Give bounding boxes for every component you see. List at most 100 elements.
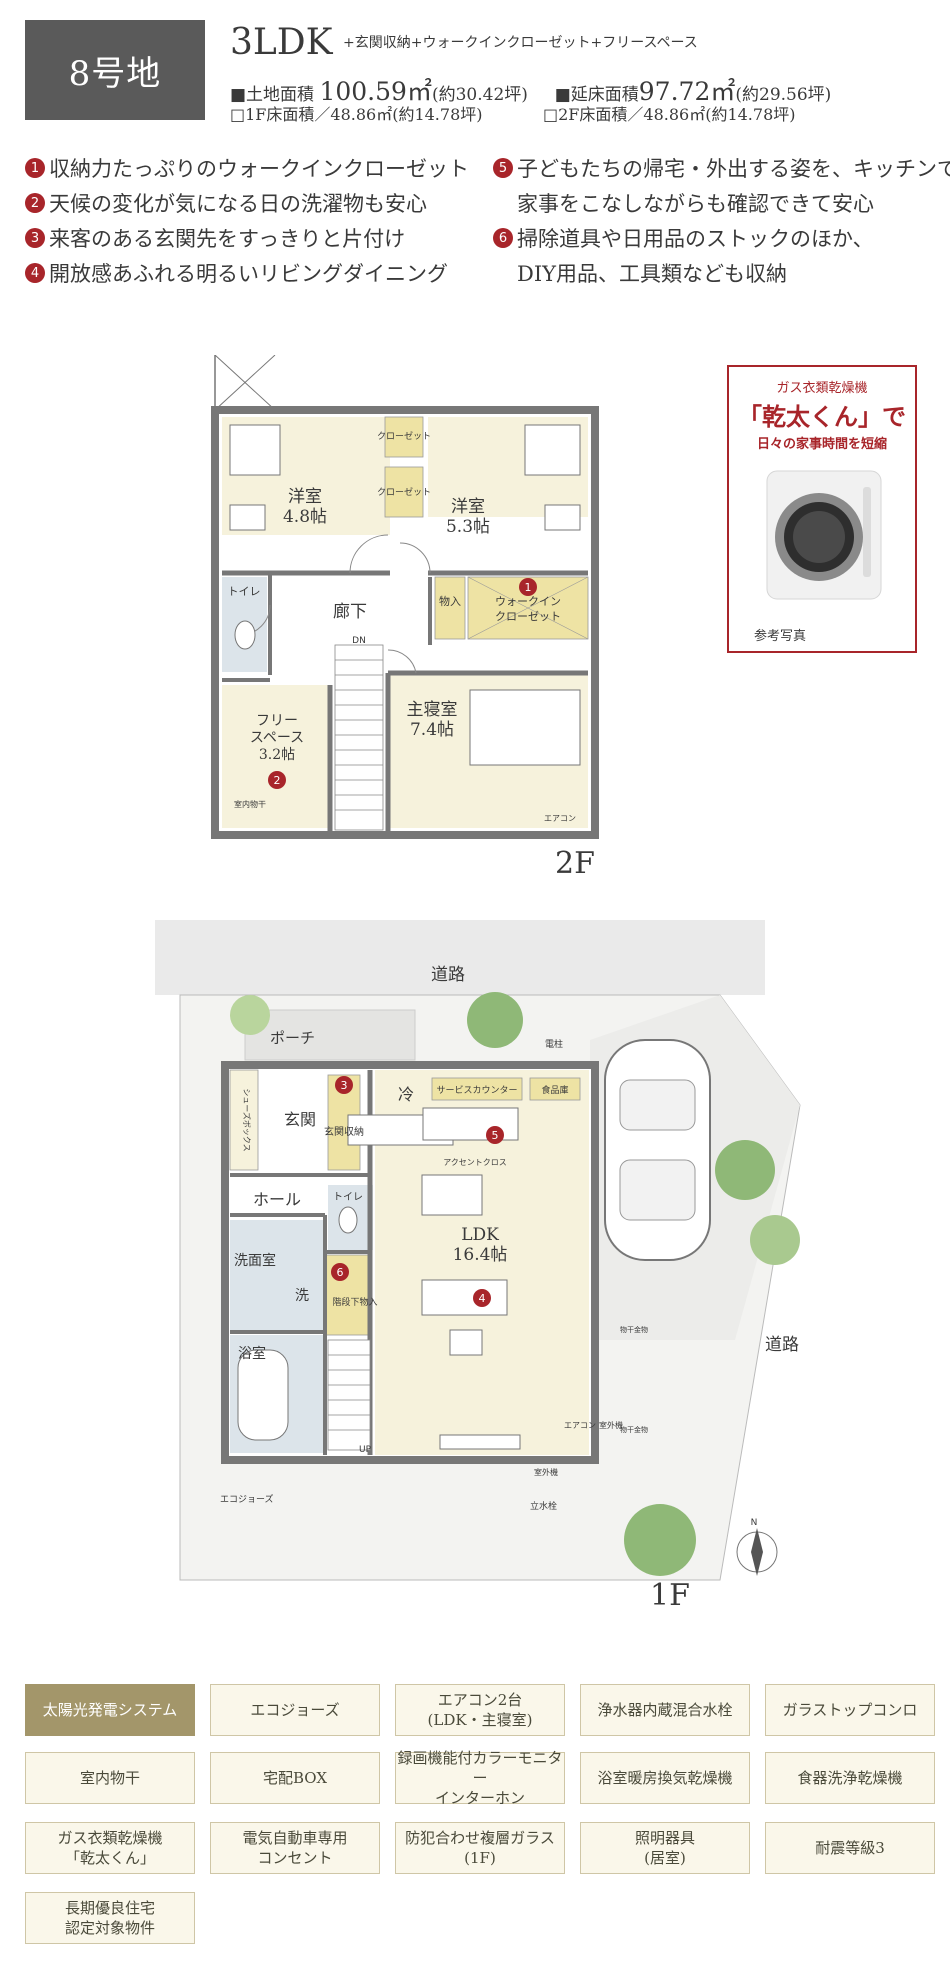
svg-text:4: 4 (479, 1292, 486, 1305)
dryer-promo-box: ガス衣類乾燥機 「乾太くん」で 日々の家事時間を短縮 参考写真 (727, 365, 917, 653)
svg-text:2: 2 (274, 774, 281, 787)
feature-text: 子どもたちの帰宅・外出する姿を、キッチンで (517, 157, 950, 181)
utility-pole: 電柱 (545, 1038, 563, 1050)
equipment-item: 太陽光発電システム (25, 1684, 195, 1736)
svg-text:6: 6 (337, 1266, 344, 1279)
equipment-item: 長期優良住宅 認定対象物件 (25, 1892, 195, 1944)
equipment-item: エコジョーズ (210, 1684, 380, 1736)
master-bedroom-size: 7.4帖 (410, 720, 454, 740)
floor-plan-2f: 洋室 4.8帖 洋室 5.3帖 クローゼット クローゼット トイレ 廊下 物入 … (211, 355, 599, 875)
dryer-caption: 参考写真 (754, 629, 807, 644)
floor-area-tsubo: (約29.56坪) (735, 85, 832, 105)
feature-5-cont: 家事をこなしながらも確認できて安心 (517, 192, 874, 216)
fridge: 冷 (398, 1085, 414, 1104)
equipment-item: エアコン2台 (LDK・主寝室) (395, 1684, 565, 1736)
floor-area-label: ■延床面積 (554, 85, 639, 105)
feature-number: 3 (25, 228, 45, 248)
washer: 洗 (295, 1288, 309, 1304)
equipment-item: 浄水器内蔵混合水栓 (580, 1684, 750, 1736)
equipment-item: 電気自動車専用 コンセント (210, 1822, 380, 1874)
washroom: 洗面室 (234, 1252, 276, 1269)
equipment-item: 防犯合わせ複層ガラス (1F) (395, 1822, 565, 1874)
equipment-item: 食器洗浄乾燥機 (765, 1752, 935, 1804)
walk-in-closet: ウォークイン (495, 595, 561, 608)
laundry-hanger-1: 物干金物 (620, 1325, 648, 1334)
svg-text:3: 3 (341, 1079, 348, 1092)
floor-area-2f: □2F床面積／48.86㎡(約14.78坪) (543, 105, 796, 124)
feature-text: 開放感あふれる明るいリビングダイニング (49, 262, 448, 286)
feature-6-cont: DIY用品、工具類なども収納 (517, 262, 787, 286)
road-top (155, 920, 765, 995)
floor-area-value: 97.72 (638, 77, 711, 106)
ldk-size: 16.4帖 (453, 1245, 508, 1265)
ldk: LDK (461, 1225, 499, 1245)
shoe-box: シューズボックス (242, 1088, 252, 1151)
equipment-item: ガラストップコンロ (765, 1684, 935, 1736)
road-label-side: 道路 (765, 1335, 799, 1355)
outdoor-unit: 室外機 (599, 1420, 623, 1430)
equipment-item: ガス衣類乾燥機 「乾太くん」 (25, 1822, 195, 1874)
dryer-title: ガス衣類乾燥機 (776, 381, 868, 396)
equipment-item: 照明器具 (居室) (580, 1822, 750, 1874)
land-area-label: ■土地面積 (230, 85, 315, 105)
aircon-1f: エアコン (564, 1421, 596, 1430)
hall-1f: ホール (253, 1190, 301, 1209)
room-western-2: 洋室 (451, 497, 485, 517)
floor-area-unit: ㎡ (710, 77, 736, 106)
free-space-size: 3.2帖 (259, 747, 295, 763)
lot-number-badge: 8号地 (25, 20, 205, 120)
dryer-tagline: 日々の家事時間を短縮 (756, 437, 887, 452)
dryer-photo (766, 470, 882, 600)
plan-type: 3LDK (230, 22, 333, 63)
closet-label: クローゼット (377, 430, 431, 442)
room-western-2-size: 5.3帖 (446, 517, 490, 537)
dryer-product-name: 「乾太くん」で (738, 402, 906, 431)
feature-number: 6 (493, 228, 513, 248)
free-space: フリー (256, 713, 298, 729)
equipment-item: 室内物干 (25, 1752, 195, 1804)
equipment-item: 浴室暖房換気乾燥機 (580, 1752, 750, 1804)
land-area-tsubo: (約30.42坪) (431, 85, 528, 105)
north-label: N (751, 1518, 758, 1528)
feature-text: 天候の変化が気になる日の洗濯物も安心 (49, 192, 427, 216)
floor-plan-1f: 道路 道路 ポーチ 電柱 シューズボックス 玄関 3 玄関収納 冷 サービスカウ… (155, 920, 801, 1613)
land-area-value: 100.59 (319, 77, 407, 106)
pantry: 食品庫 (541, 1084, 568, 1096)
svg-text:1: 1 (525, 581, 532, 594)
feature-number: 5 (493, 158, 513, 178)
service-counter: サービスカウンター (436, 1085, 517, 1096)
floor-label-2f: 2F (555, 846, 595, 875)
entrance: 玄関 (284, 1110, 316, 1129)
feature-text: 来客のある玄関先をすっきりと片付け (49, 227, 406, 251)
north-arrow (736, 1528, 778, 1576)
bathroom: 浴室 (238, 1345, 266, 1362)
aircon-2f: エアコン (544, 814, 576, 823)
laundry-hanger-2: 物干金物 (620, 1425, 648, 1434)
floor-label-1f: 1F (650, 1578, 690, 1613)
stair-down-label: DN (352, 636, 366, 646)
area-line-1: ■土地面積 100.59㎡(約30.42坪) ■延床面積97.72㎡(約29.5… (230, 72, 831, 108)
svg-text:5: 5 (492, 1129, 499, 1142)
garden-faucet: 立水栓 (530, 1500, 557, 1512)
floor-area-1f: □1F床面積／48.86㎡(約14.78坪) (230, 105, 483, 124)
toilet-2f: トイレ (228, 585, 261, 598)
free-space-2: スペース (250, 730, 304, 746)
room-western-1: 洋室 (288, 487, 322, 507)
feature-text: 掃除道具や日用品のストックのほか、 (517, 227, 874, 251)
car-illustration (604, 1039, 711, 1261)
walk-in-closet-2: クローゼット (495, 610, 561, 623)
equipment-item: 宅配BOX (210, 1752, 380, 1804)
road-label-top: 道路 (431, 965, 465, 985)
outdoor-unit-2: 室外機 (534, 1467, 558, 1477)
feature-number: 1 (25, 158, 45, 178)
indoor-dryer-label: 室内物干 (234, 799, 266, 809)
storage-2f: 物入 (439, 594, 461, 608)
hallway-2f: 廊下 (333, 602, 367, 622)
stair-storage: 階段下物入 (332, 1296, 377, 1308)
